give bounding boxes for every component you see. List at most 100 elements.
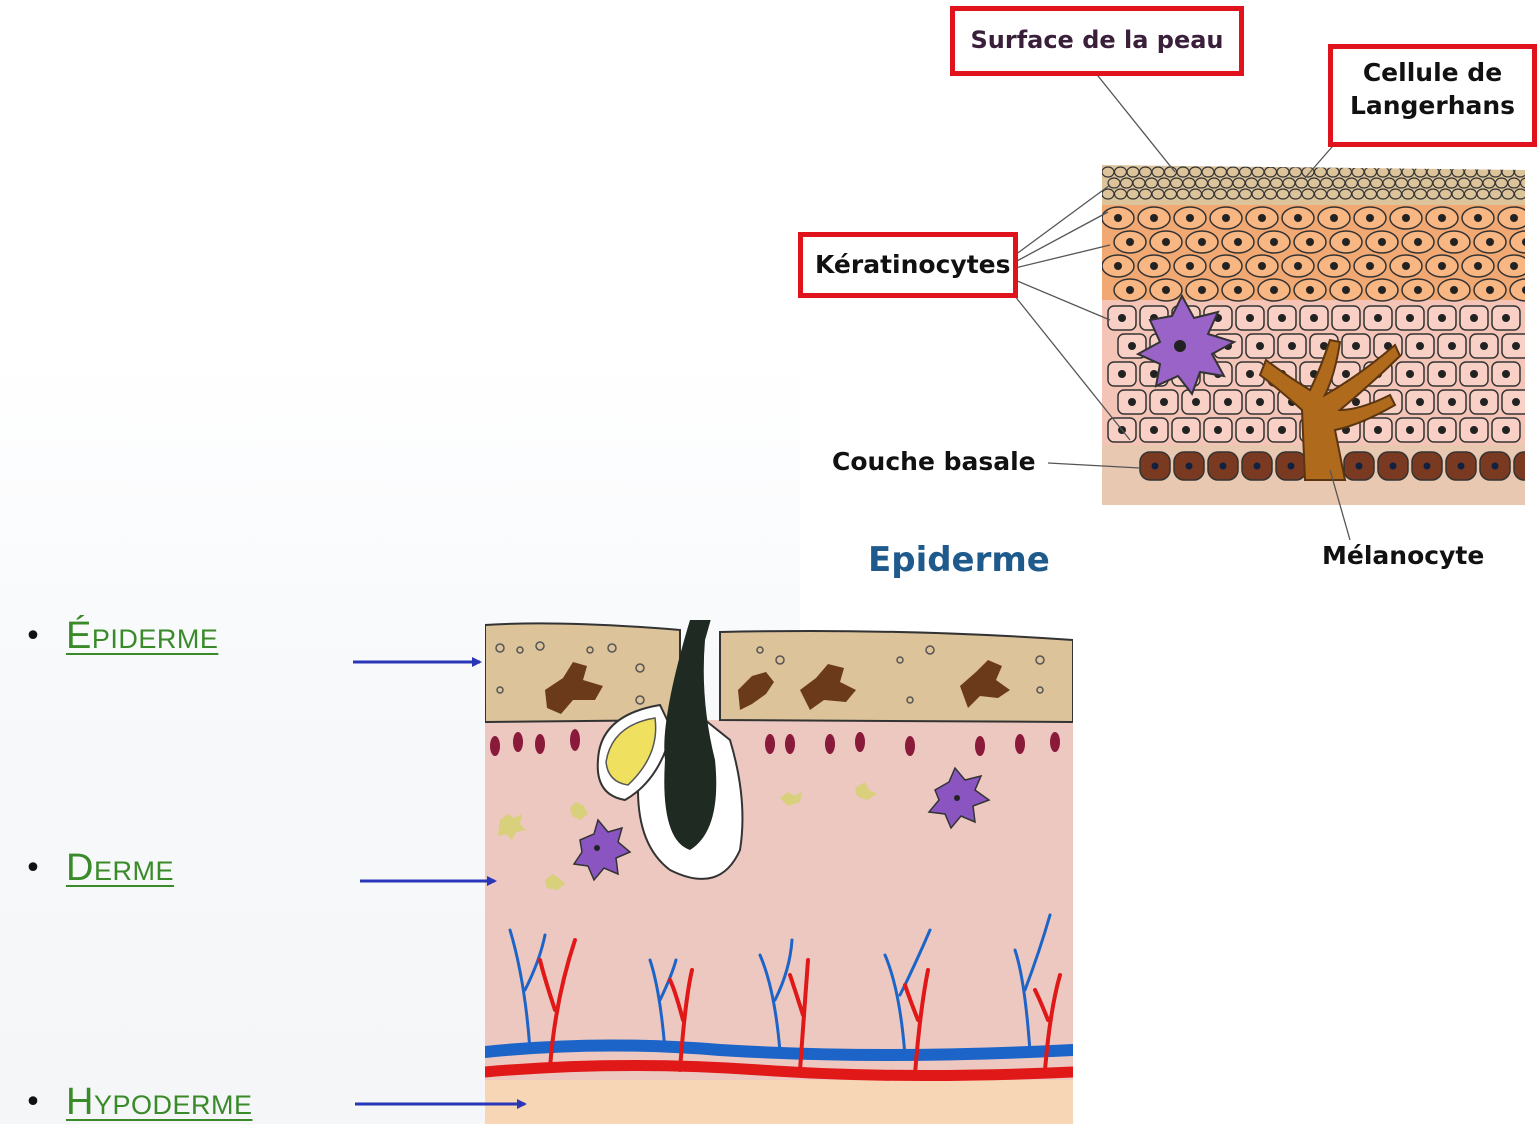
epidermis-cell [1438, 262, 1446, 270]
epidermis-cell [1402, 262, 1410, 270]
link-epiderme[interactable]: Épiderme [66, 615, 218, 658]
epidermis-cell [1366, 214, 1374, 222]
epidermis-cell [1502, 370, 1510, 378]
label-melanocyte: Mélanocyte [1322, 540, 1484, 573]
epidermis-cell [1448, 398, 1456, 406]
epidermis-cell [1356, 463, 1363, 470]
epidermis-cell [1352, 342, 1360, 350]
epidermis-cell [1366, 262, 1374, 270]
epidermis-cell [1416, 342, 1424, 350]
epidermis-cell [1342, 286, 1350, 294]
epidermis-cell [1128, 342, 1136, 350]
epidermis-cell [1288, 342, 1296, 350]
epidermis-cell [1406, 426, 1414, 434]
label-langerhans-line1: Cellule de [1337, 57, 1528, 90]
epidermis-cell [1414, 286, 1422, 294]
epidermis-cell [1474, 214, 1482, 222]
epidermis-cell [1526, 463, 1533, 470]
epidermis-cell [1438, 370, 1446, 378]
epidermis-cell [1330, 262, 1338, 270]
link-hypoderme[interactable]: Hypoderme [66, 1081, 252, 1124]
epidermis-cell [1114, 214, 1122, 222]
epidermis-cell [1342, 238, 1350, 246]
epidermis-cell [1160, 398, 1168, 406]
epidermis-cell [1234, 286, 1242, 294]
label-couche-basale: Couche basale [832, 446, 1036, 479]
epidermis-cell [1246, 426, 1254, 434]
epidermis-cell [1118, 314, 1126, 322]
epidermis-cell [1390, 463, 1397, 470]
epidermis-cell [1450, 238, 1458, 246]
epidermis-cell [1522, 238, 1530, 246]
epidermis-cell [1502, 426, 1510, 434]
epidermis-cell [1256, 398, 1264, 406]
label-surface-text: Surface de la peau [970, 26, 1223, 54]
epidermis-cell [1186, 463, 1193, 470]
epidermis-cell [1246, 314, 1254, 322]
epidermis-cell [1414, 238, 1422, 246]
epidermis-cell [1118, 370, 1126, 378]
epidermis-cell [1150, 262, 1158, 270]
epidermis-cell [1438, 214, 1446, 222]
epidermis-cell [1224, 398, 1232, 406]
epidermis-cell [1182, 426, 1190, 434]
epidermis-cell [1222, 214, 1230, 222]
epidermis-cell [1310, 314, 1318, 322]
epidermis-cell [1342, 370, 1350, 378]
epidermis-cell [1342, 314, 1350, 322]
epidermis-layer-right [720, 631, 1073, 722]
epidermis-cell [1214, 426, 1222, 434]
epidermis-cell [1330, 214, 1338, 222]
epidermis-cell [1270, 238, 1278, 246]
layer-item-derme: • Derme [0, 838, 174, 898]
epidermis-cell [1294, 262, 1302, 270]
epidermis-cell [1512, 398, 1520, 406]
layer-item-hypoderme: • Hypoderme [0, 1072, 252, 1132]
epidermis-cell [1486, 286, 1494, 294]
bullet: • [0, 851, 66, 886]
epidermis-cell [1470, 370, 1478, 378]
epidermis-cell [1438, 314, 1446, 322]
epidermis-cell [1220, 463, 1227, 470]
epidermis-cell [1522, 286, 1530, 294]
epidermis-cell [1254, 463, 1261, 470]
epidermis-cell [1258, 262, 1266, 270]
epidermis-cell [1126, 238, 1134, 246]
epidermis-cell [1294, 214, 1302, 222]
epidermis-cell [1198, 238, 1206, 246]
epidermis-cell [1186, 262, 1194, 270]
epidermis-cell [1402, 214, 1410, 222]
epidermis-cell [1270, 286, 1278, 294]
epidermis-cell [1192, 398, 1200, 406]
link-derme[interactable]: Derme [66, 847, 174, 890]
epidermis-cell [1246, 370, 1254, 378]
label-keratinocytes-text: Kératinocytes [815, 250, 1010, 279]
epidermis-cell [1278, 314, 1286, 322]
epidermis-cell [1416, 398, 1424, 406]
epidermis-cell [1378, 238, 1386, 246]
epidermis-cell [1288, 463, 1295, 470]
epidermis-cell [1150, 214, 1158, 222]
epidermis-cell [1234, 238, 1242, 246]
epidermis-cell [1448, 342, 1456, 350]
epidermis-cell [1474, 262, 1482, 270]
epidermis-cell [1162, 238, 1170, 246]
epidermis-cell [1480, 398, 1488, 406]
label-keratinocytes: Kératinocytes [798, 232, 1018, 298]
epidermis-cell [1512, 342, 1520, 350]
epidermis-cell [1128, 398, 1136, 406]
epidermis-cell [1126, 286, 1134, 294]
epidermis-cell [1278, 426, 1286, 434]
epidermis-cell [1114, 262, 1122, 270]
epidermis-cell [1510, 262, 1518, 270]
epidermis-cell [1374, 314, 1382, 322]
epidermis-cell [1150, 426, 1158, 434]
bullet: • [0, 1085, 66, 1120]
epidermis-cell [1492, 463, 1499, 470]
epidermis-cell [1480, 342, 1488, 350]
epidermis-cell [1406, 370, 1414, 378]
epidermis-cell [1378, 286, 1386, 294]
epidermis-cell [1406, 314, 1414, 322]
bullet: • [0, 619, 66, 654]
